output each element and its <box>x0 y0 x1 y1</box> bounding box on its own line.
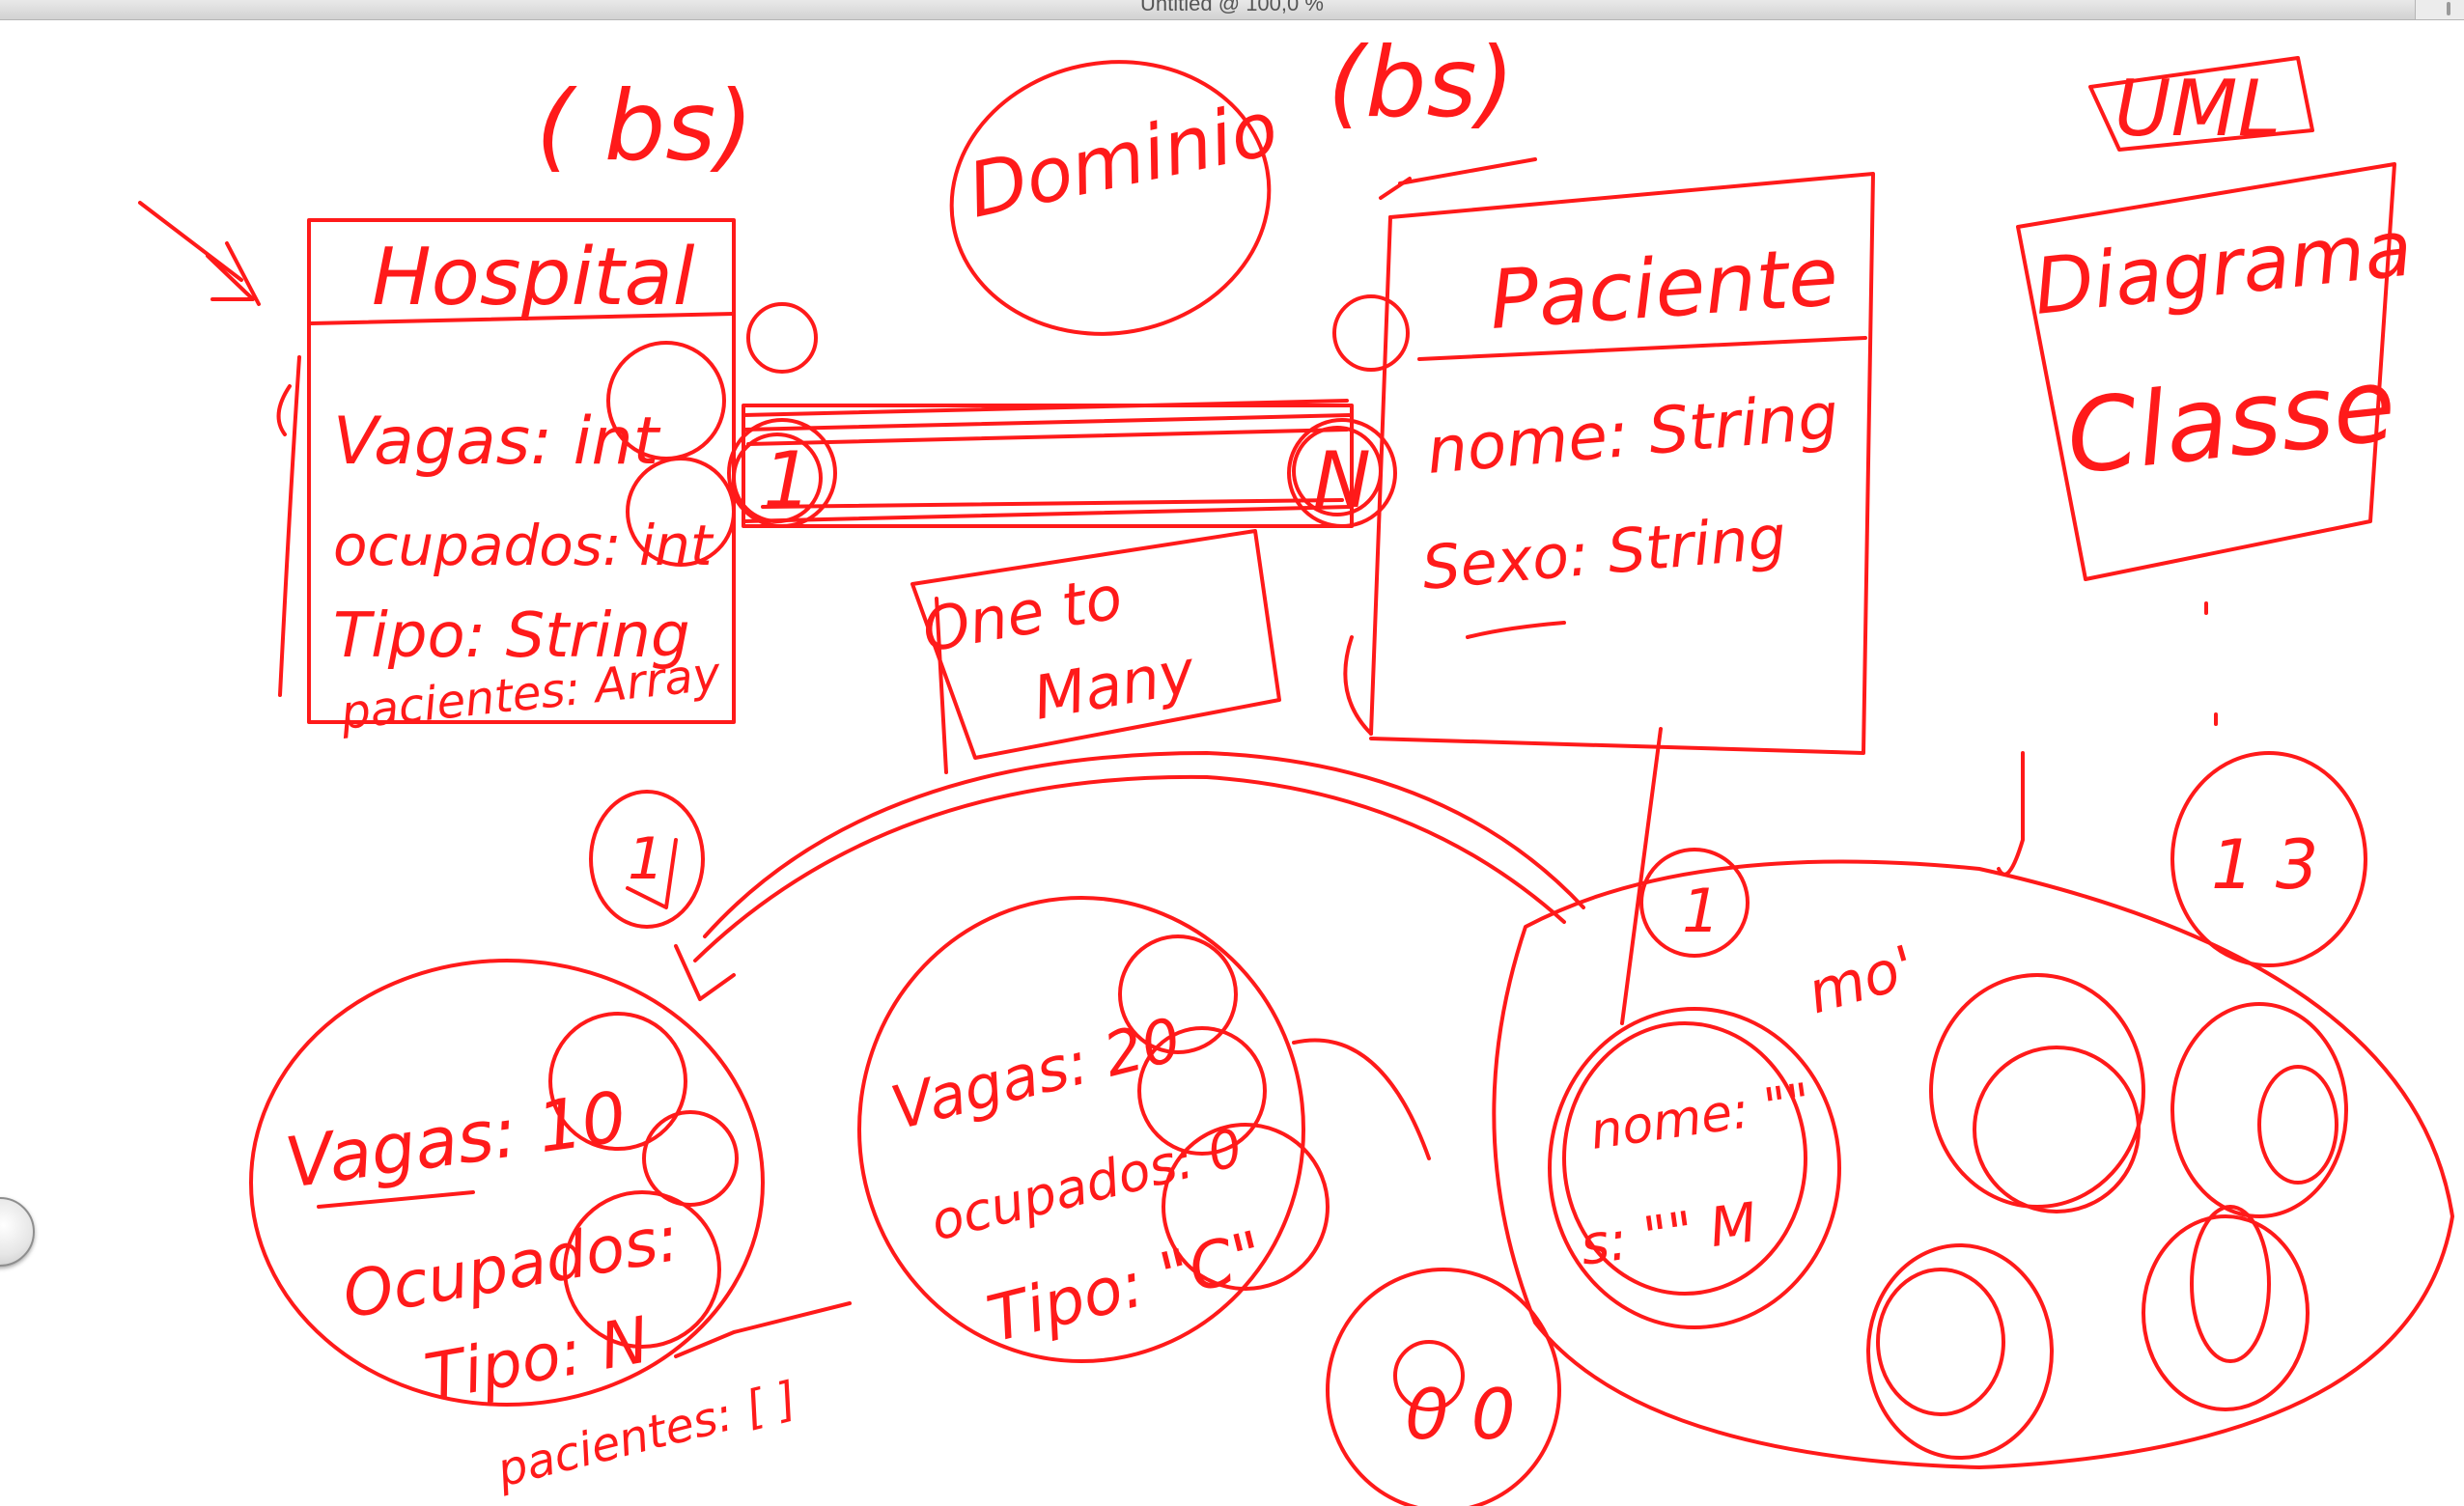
circle-thirteen <box>2170 751 2367 967</box>
object-1-circle <box>249 959 852 1407</box>
circle-one-label: 1 <box>628 825 664 893</box>
multiplicity-right-label: N <box>1313 435 1371 525</box>
object1-tipo: Tipo: N <box>419 1302 654 1414</box>
hospital-attr-2: Tipo: String <box>333 600 690 672</box>
hospital-attr-1: ocupados: int <box>333 513 714 578</box>
arrow-to-hospital <box>138 201 261 306</box>
diagram-label-line2: Classe <box>2061 346 2401 497</box>
title-bar: Untitled @ 100,0 % <box>0 0 2464 20</box>
paciente-attr-0: nome: String <box>1424 378 1841 488</box>
object-3-circle <box>1548 848 1841 1329</box>
diagram-class-box <box>2016 162 2396 581</box>
paciente-class-name: Paciente <box>1487 229 1841 348</box>
sketch-svg: ( bs) Dominio (bs) UML Diagrama Classe H… <box>138 26 2454 1506</box>
mo-label: mo' <box>1801 933 1923 1027</box>
object1-vagas: Vagas: 10 <box>281 1075 631 1204</box>
diagram-label-line1: Diagrama <box>2030 203 2416 332</box>
mini-object-circle <box>1326 1268 1561 1506</box>
object2-tipo: Tipo: "C" <box>980 1216 1271 1356</box>
connector-arcs <box>674 727 1663 1025</box>
scrollbar-corner[interactable] <box>2415 0 2464 19</box>
scroll-thumb[interactable] <box>2447 2 2450 15</box>
hospital-attr-0: Vagas: int <box>333 404 661 480</box>
mini-object-label: 0 0 <box>1405 1374 1516 1455</box>
object3-nome: nome: "" <box>1586 1074 1813 1161</box>
window-title: Untitled @ 100,0 % <box>1140 0 1324 15</box>
multiplicity-circles <box>727 294 1410 528</box>
one-to-many-box <box>910 529 1281 774</box>
dominio-label: Dominio <box>961 85 1285 235</box>
patient-circles <box>1866 751 2348 1460</box>
dominio-oval <box>949 60 1272 336</box>
multiplicity-left-label: 1 <box>763 435 812 525</box>
annotation-texts: ( bs) Dominio (bs) UML Diagrama Classe H… <box>281 26 2417 1498</box>
paciente-attr-1: Sexo: String <box>1419 501 1789 603</box>
circle-one <box>589 790 705 929</box>
uml-label: UML <box>2114 64 2281 153</box>
cbs-right-label: (bs) <box>1328 26 1515 139</box>
association-line <box>742 399 1354 528</box>
circle-thirteen-label: 1 3 <box>2211 825 2318 905</box>
patients-collection-blob <box>1492 859 2454 1469</box>
object-2-circle <box>857 896 1431 1363</box>
uml-box <box>2088 56 2314 152</box>
object2-vagas: Vagas: 20 <box>884 1004 1188 1144</box>
object3-sexo: s: "" M <box>1577 1191 1761 1278</box>
cbs-left-label: ( bs) <box>536 70 753 182</box>
hospital-attr-circles <box>606 341 736 567</box>
small-marks <box>317 157 2218 1209</box>
object3-badge: 1 <box>1682 876 1720 946</box>
drawing-canvas[interactable]: ( bs) Dominio (bs) UML Diagrama Classe H… <box>0 19 2464 1506</box>
hospital-class-name: Hospital <box>372 232 695 323</box>
